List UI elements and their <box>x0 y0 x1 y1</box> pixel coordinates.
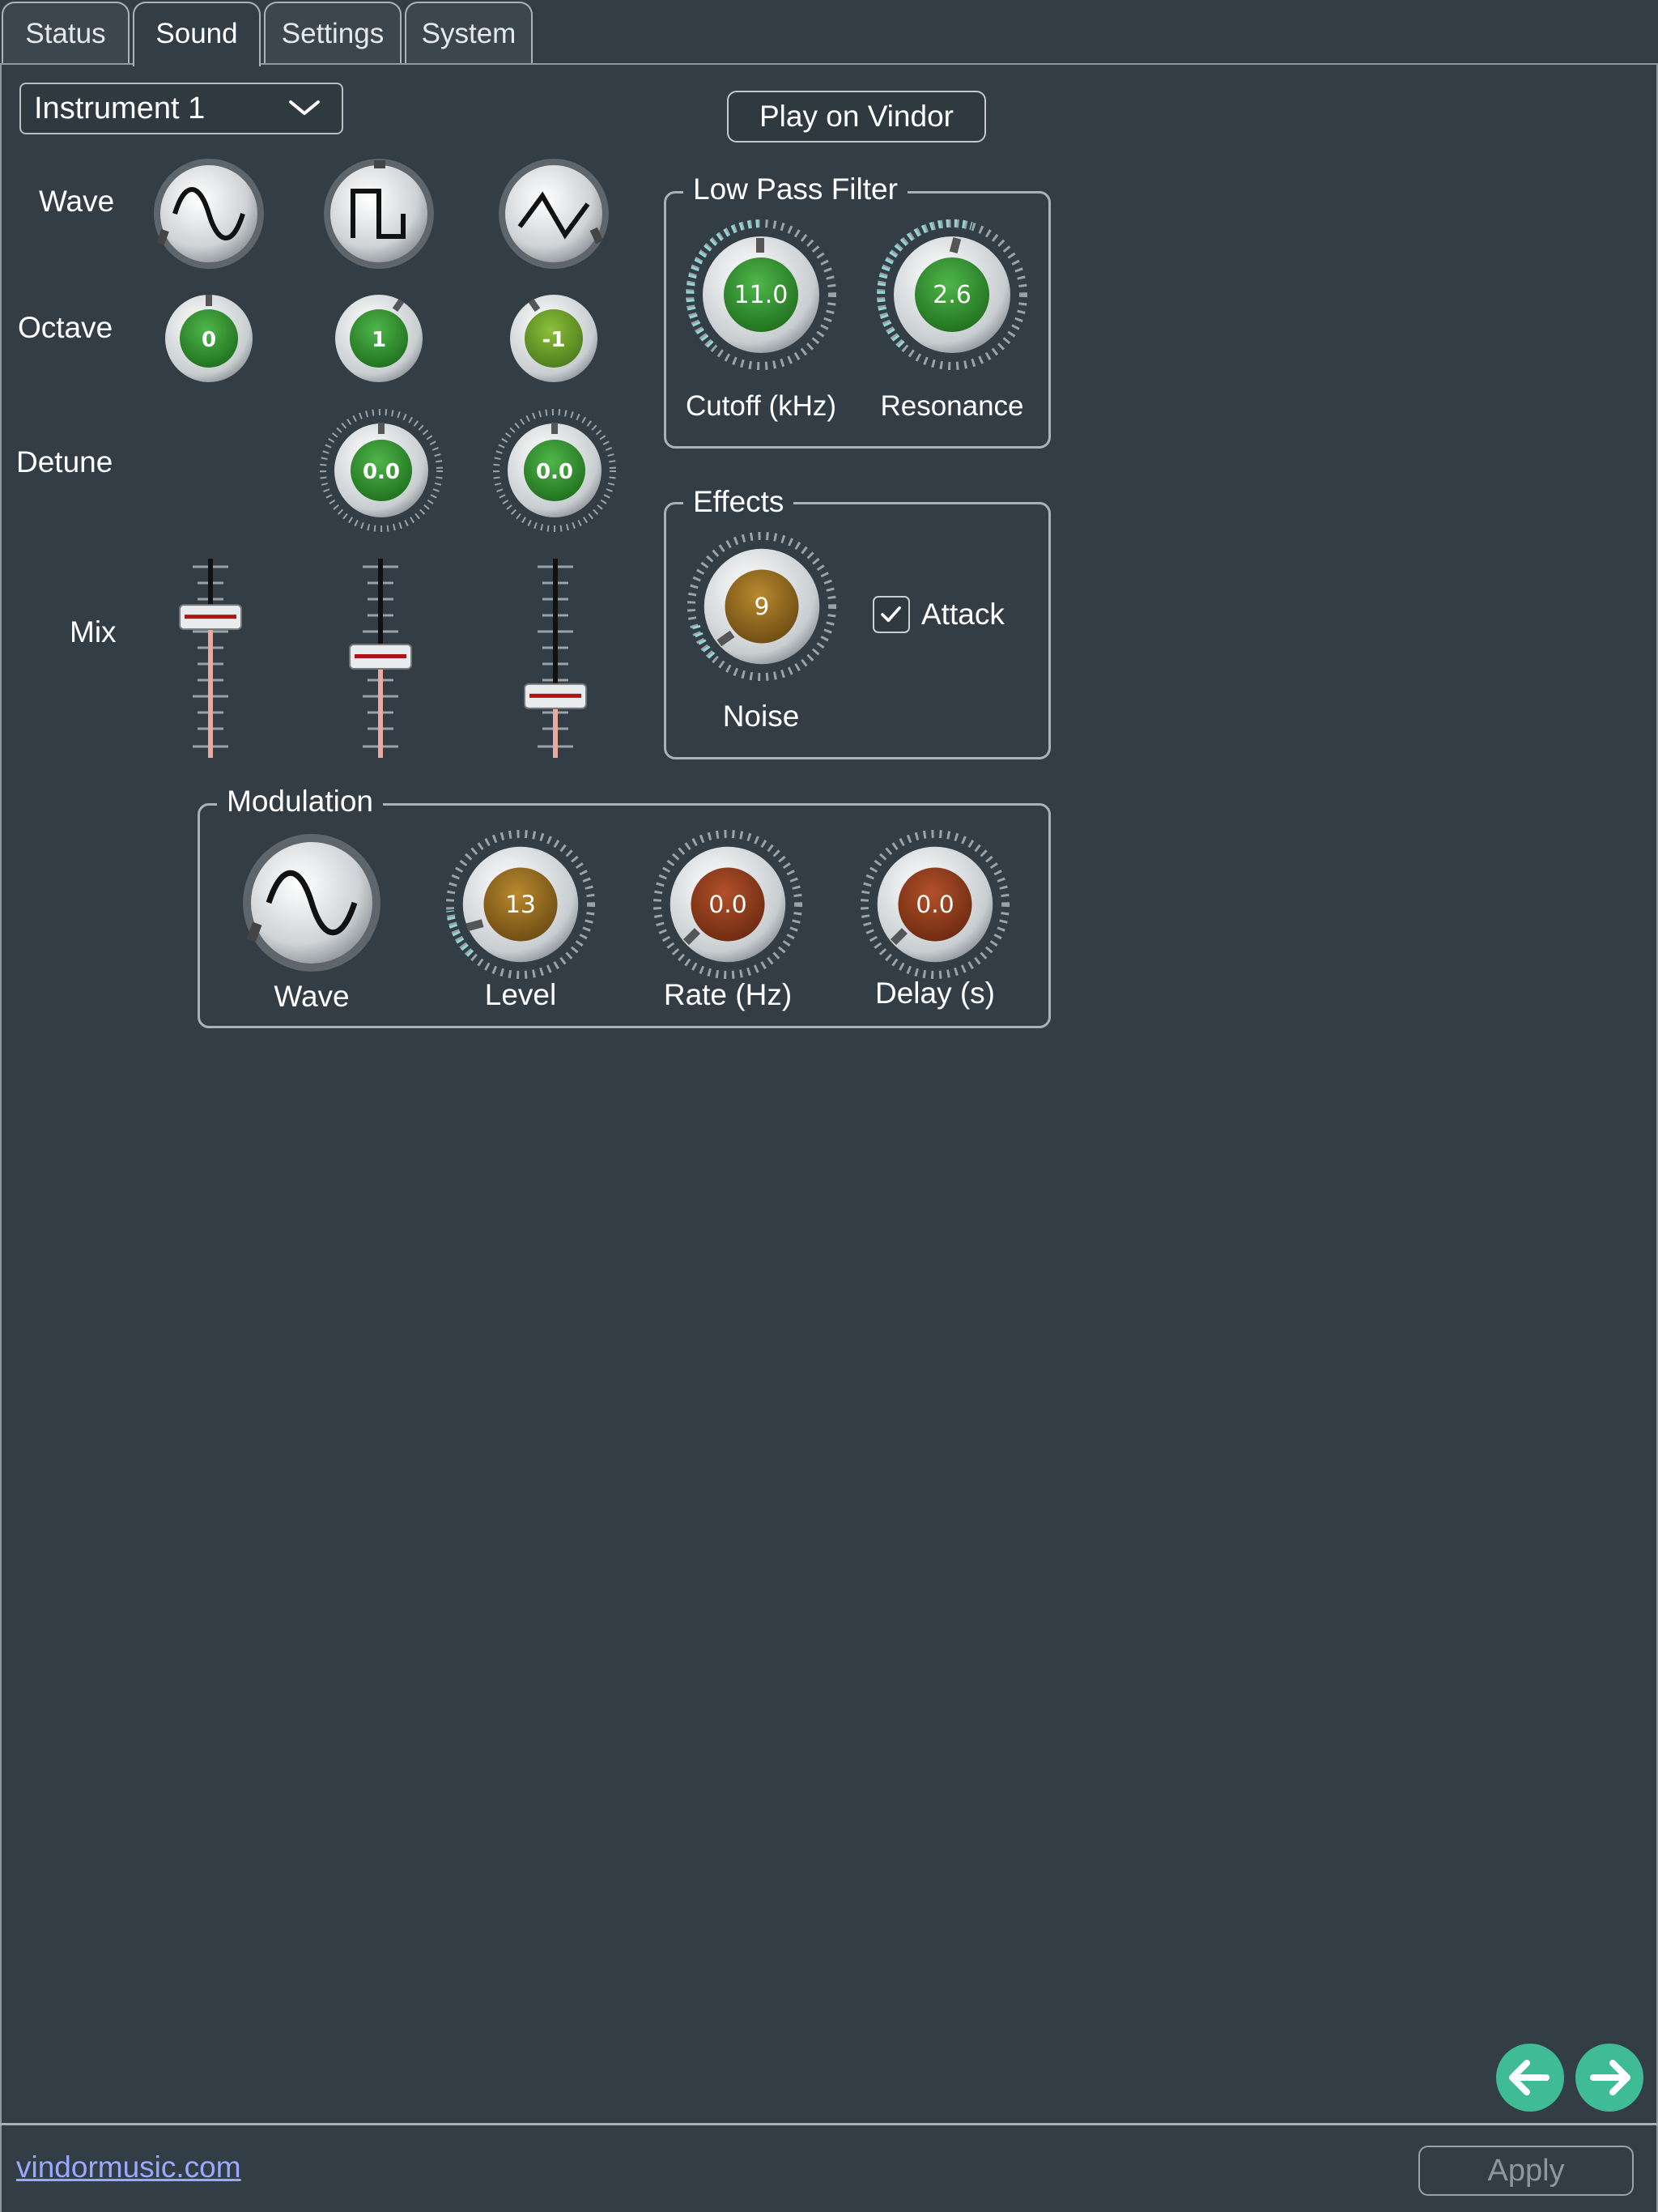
checkmark-icon <box>881 606 901 623</box>
modulation-title: Modulation <box>217 785 384 818</box>
osc2-mix-slider[interactable] <box>346 555 414 763</box>
osc2-detune-knob[interactable]: 0.0 <box>319 408 444 533</box>
modulation-rate-value: 0.0 <box>708 890 746 918</box>
modulation-wave-label: Wave <box>274 980 350 1013</box>
modulation-delay-knob[interactable]: 0.0 <box>858 827 1012 981</box>
osc1-octave-value: 0 <box>202 328 216 352</box>
osc3-detune-value: 0.0 <box>536 460 573 484</box>
osc2-wave-selector[interactable] <box>322 157 436 270</box>
triangle-wave-icon <box>517 191 590 240</box>
osc3-mix-thumb[interactable] <box>524 683 587 709</box>
osc1-mix-thumb[interactable] <box>179 604 242 631</box>
wave-row-label: Wave <box>39 185 115 218</box>
effects-title: Effects <box>683 486 794 518</box>
sine-wave-icon <box>172 187 245 240</box>
arrow-left-icon <box>1509 2060 1550 2095</box>
modulation-level-value: 13 <box>505 890 536 918</box>
footer-border-right <box>1656 2125 1658 2212</box>
osc2-octave-value: 1 <box>372 328 386 352</box>
play-on-vindor-button[interactable]: Play on Vindor <box>727 91 986 143</box>
tab-settings[interactable]: Settings <box>264 2 402 63</box>
resonance-knob[interactable]: 2.6 <box>874 217 1030 372</box>
footer-divider <box>0 2123 1658 2125</box>
tab-status[interactable]: Status <box>2 2 130 63</box>
instrument-select[interactable]: Instrument 1 <box>19 83 343 134</box>
tab-system[interactable]: System <box>405 2 533 63</box>
mix-row-label: Mix <box>70 615 117 649</box>
square-wave-icon <box>351 189 406 239</box>
osc1-wave-selector[interactable] <box>152 157 266 270</box>
apply-button[interactable]: Apply <box>1418 2146 1634 2196</box>
low-pass-filter-title: Low Pass Filter <box>683 173 908 206</box>
osc3-mix-slider[interactable] <box>521 555 589 763</box>
osc3-octave-value: -1 <box>542 328 566 352</box>
tab-bar-divider <box>0 63 1658 65</box>
attack-checkbox[interactable] <box>873 596 910 633</box>
cutoff-label: Cutoff (kHz) <box>685 390 837 422</box>
cutoff-knob[interactable]: 11.0 <box>683 217 839 372</box>
cutoff-value: 11.0 <box>734 281 789 309</box>
detune-row-label: Detune <box>16 445 113 479</box>
effects-group <box>664 502 1051 759</box>
octave-row-label: Octave <box>18 311 113 344</box>
forward-button[interactable] <box>1575 2044 1643 2112</box>
sine-wave-icon <box>266 870 358 936</box>
back-button[interactable] <box>1496 2044 1564 2112</box>
attack-label: Attack <box>921 598 1005 631</box>
vindor-website-link[interactable]: vindormusic.com <box>16 2150 241 2184</box>
arrow-right-icon <box>1590 2060 1630 2095</box>
modulation-wave-selector[interactable] <box>241 832 382 973</box>
chevron-down-icon <box>289 100 320 115</box>
osc3-detune-knob[interactable]: 0.0 <box>492 408 617 533</box>
osc1-octave-knob[interactable]: 0 <box>164 293 254 384</box>
noise-knob[interactable]: 9 <box>685 530 839 683</box>
modulation-group <box>198 803 1051 1028</box>
modulation-level-label: Level <box>484 978 557 1011</box>
noise-value: 9 <box>755 592 770 620</box>
resonance-value: 2.6 <box>933 281 971 309</box>
footer-border-left <box>0 2125 2 2212</box>
modulation-level-knob[interactable]: 13 <box>444 827 597 981</box>
modulation-delay-value: 0.0 <box>916 890 954 918</box>
modulation-delay-label: Delay (s) <box>874 976 996 1010</box>
modulation-rate-label: Rate (Hz) <box>663 978 793 1011</box>
osc2-mix-thumb[interactable] <box>349 644 412 670</box>
osc1-mix-slider[interactable] <box>176 555 244 763</box>
noise-label: Noise <box>722 700 800 733</box>
osc3-wave-selector[interactable] <box>497 157 610 270</box>
tab-sound[interactable]: Sound <box>133 2 261 66</box>
osc3-octave-knob[interactable]: -1 <box>508 293 599 384</box>
instrument-select-value: Instrument 1 <box>34 91 206 125</box>
resonance-label: Resonance <box>880 390 1024 422</box>
osc2-detune-value: 0.0 <box>363 460 400 484</box>
modulation-rate-knob[interactable]: 0.0 <box>651 827 805 981</box>
osc2-octave-knob[interactable]: 1 <box>334 293 424 384</box>
